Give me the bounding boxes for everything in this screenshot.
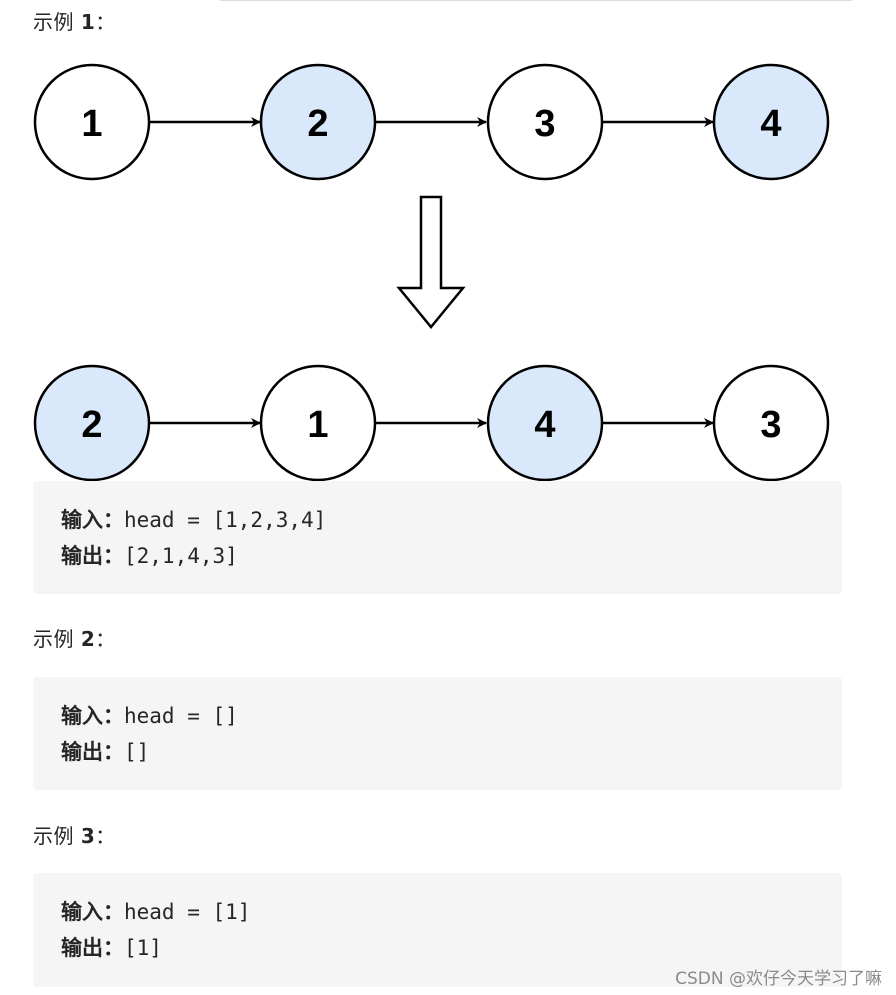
after-node-3-label: 4 (534, 404, 555, 446)
before-node-2: 2 (259, 63, 377, 181)
example-3-code-block: 输入：head = [1] 输出：[1] (33, 873, 842, 987)
example-1-input-line: 输入：head = [1,2,3,4] (61, 504, 326, 534)
before-node-4: 4 (712, 63, 830, 181)
example-3-output-value: [1] (124, 936, 162, 960)
example-2-input-line: 输入：head = [] (61, 700, 238, 730)
example-1-output-value: [2,1,4,3] (124, 544, 238, 568)
example-3-heading-prefix: 示例 (33, 824, 81, 848)
before-list: 1 2 3 4 (33, 63, 830, 181)
down-arrow-icon (396, 195, 466, 329)
top-divider (220, 0, 852, 1)
after-node-1: 2 (33, 364, 151, 482)
before-node-3-label: 3 (534, 103, 555, 145)
example-1-output-label: 输出： (61, 544, 124, 568)
example-1-heading-number: 1 (80, 10, 96, 34)
after-node-1-label: 2 (81, 404, 102, 446)
example-3-output-line: 输出：[1] (61, 932, 162, 962)
example-2-output-value: [] (124, 740, 150, 764)
example-1-heading: 示例 1： (33, 6, 116, 35)
example-2-heading-number: 2 (80, 627, 96, 651)
example-1-output-line: 输出：[2,1,4,3] (61, 540, 238, 570)
example-3-heading-number: 3 (80, 824, 96, 848)
example-2-heading-prefix: 示例 (33, 627, 81, 651)
example-2-input-label: 输入： (61, 704, 124, 728)
example-2-input-value: head = [] (124, 704, 238, 728)
example-1-input-label: 输入： (61, 508, 124, 532)
after-list: 2 1 4 3 (33, 364, 830, 482)
example-1-input-value: head = [1,2,3,4] (124, 508, 327, 532)
before-node-3: 3 (486, 63, 604, 181)
before-node-4-label: 4 (760, 103, 781, 145)
after-node-3: 4 (486, 364, 604, 482)
example-3-input-value: head = [1] (124, 900, 251, 924)
after-node-4-label: 3 (760, 404, 781, 446)
example-1-code-block: 输入：head = [1,2,3,4] 输出：[2,1,4,3] (33, 481, 842, 594)
example-3-heading: 示例 3： (33, 820, 116, 849)
csdn-watermark: CSDN @欢仔今天学习了嘛 (675, 969, 882, 989)
after-node-2: 1 (259, 364, 377, 482)
example-3-heading-suffix: ： (95, 824, 116, 848)
after-node-4: 3 (712, 364, 830, 482)
example-2-code-block: 输入：head = [] 输出：[] (33, 677, 842, 790)
before-node-2-label: 2 (307, 103, 328, 145)
example-2-output-label: 输出： (61, 740, 124, 764)
example-1-heading-suffix: ： (95, 10, 116, 34)
linked-list-swap-diagram: 1 2 3 4 2 1 4 (33, 63, 830, 482)
after-node-2-label: 1 (307, 404, 328, 446)
example-3-output-label: 输出： (61, 936, 124, 960)
example-3-input-label: 输入： (61, 900, 124, 924)
example-3-input-line: 输入：head = [1] (61, 896, 250, 926)
example-1-heading-prefix: 示例 (33, 10, 81, 34)
example-2-output-line: 输出：[] (61, 736, 149, 766)
before-node-1-label: 1 (81, 103, 102, 145)
before-node-1: 1 (33, 63, 151, 181)
example-2-heading-suffix: ： (95, 627, 116, 651)
example-2-heading: 示例 2： (33, 623, 116, 652)
